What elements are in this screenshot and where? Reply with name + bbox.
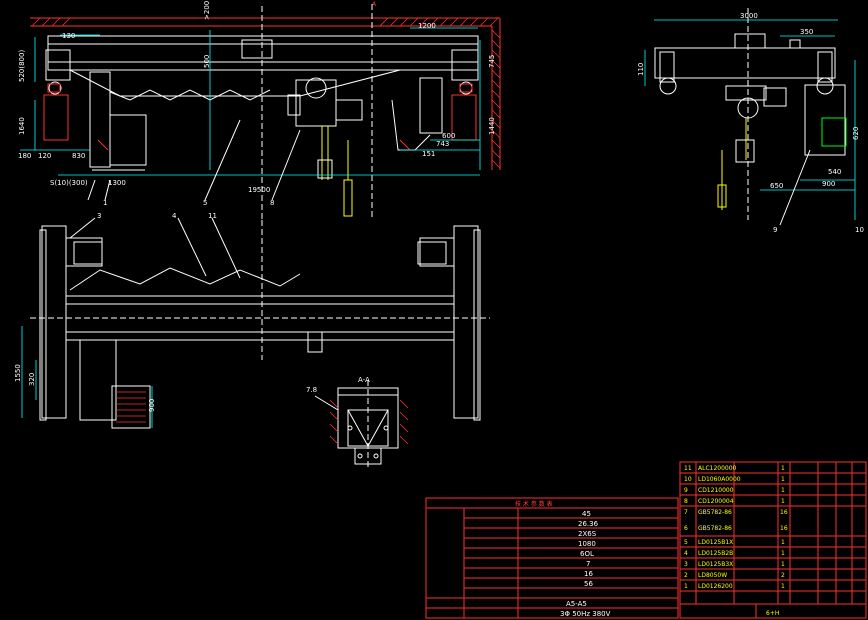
part-code-8: CD1200004 — [698, 498, 734, 505]
callout-9: 9 — [773, 226, 777, 234]
dim-side-3000: 3000 — [740, 12, 758, 20]
part-no-2: 2 — [684, 572, 688, 579]
part-qty-4: 1 — [781, 550, 785, 557]
part-code-6: GB5782-86 — [698, 525, 732, 532]
section-title: A-A — [358, 376, 370, 384]
dim-left-520: 520(800) — [18, 50, 26, 82]
part-code-4: LD0125B2B — [698, 550, 733, 557]
callout-a: A — [372, 1, 377, 8]
callout-8: 8 — [270, 199, 274, 207]
dim-right-151: 151 — [422, 150, 435, 158]
dim-side-540: 540 — [828, 168, 841, 176]
part-qty-1: 1 — [781, 583, 785, 590]
plan-view: 3 4 11 1550 320 900 — [14, 212, 490, 429]
spec-value-3: 2X6S — [578, 530, 597, 538]
plan-callout-4: 4 — [172, 212, 177, 220]
spec-header: 技 术 参 数 表 — [515, 500, 553, 508]
callout-5: 5 — [203, 199, 207, 207]
part-code-11: ALC1200000 — [698, 465, 737, 472]
dim-side-900: 900 — [822, 180, 835, 188]
part-code-5: LD0125B1X — [698, 539, 733, 546]
spec-value-10: 3Φ 50Hz 380V — [560, 610, 611, 618]
part-qty-8: 1 — [781, 498, 785, 505]
plan-dim-900: 900 — [148, 399, 156, 412]
parts-table: 11 ALC1200000 1 10 LD1060A0000 1 9 CD121… — [679, 461, 867, 619]
part-code-7: GB5782-86 — [698, 509, 732, 516]
part-no-1: 1 — [684, 583, 688, 590]
dim-right-1440: 1440 — [488, 117, 496, 135]
part-qty-3: 1 — [781, 561, 785, 568]
dim-left-180: 180 — [18, 152, 31, 160]
part-no-11: 11 — [684, 465, 692, 472]
spec-value-9: A5-A5 — [566, 600, 587, 608]
part-no-5: 5 — [684, 539, 688, 546]
part-no-4: 4 — [684, 550, 688, 557]
dim-side-620: 620 — [852, 127, 860, 140]
spec-value-6: 7 — [586, 560, 590, 568]
part-no-6: 6 — [684, 525, 688, 532]
dim-mid-500: 500 — [203, 55, 211, 68]
part-code-1: LD0126200 — [698, 583, 733, 590]
dim-right-745: 745 — [488, 55, 496, 68]
dim-mid-830: 830 — [72, 152, 85, 160]
part-qty-11: 1 — [781, 465, 785, 472]
callout-1: 1 — [103, 199, 107, 207]
plan-callout-3: 3 — [97, 212, 101, 220]
section-callout: 7.8 — [306, 386, 317, 394]
dim-bottom-s: S(10)(300) — [50, 179, 88, 187]
callout-10: 10 — [855, 226, 864, 234]
spec-value-1: 45 — [582, 510, 591, 518]
part-code-3: LD0125B3X — [698, 561, 733, 568]
spec-table: 技 术 参 数 表 45 26.36 2X6S 1080 6OL 7 16 56… — [425, 497, 679, 619]
dim-left-1640: 1640 — [18, 117, 26, 135]
dim-side-650: 650 — [770, 182, 783, 190]
part-code-9: CD1210000 — [698, 487, 734, 494]
part-qty-9: 1 — [781, 487, 785, 494]
part-no-7: 7 — [684, 509, 688, 516]
spec-value-8: 56 — [584, 580, 593, 588]
part-qty-10: 1 — [781, 476, 785, 483]
dim-left-120: 120 — [38, 152, 51, 160]
spec-value-4: 1080 — [578, 540, 596, 548]
side-view: 3000 350 110 540 650 900 620 9 10 — [637, 8, 864, 234]
part-code-2: LD8050W — [698, 572, 727, 579]
dim-right-600: 600 — [442, 132, 455, 140]
dim-top-130: 130 — [62, 32, 75, 40]
parts-footer: 6+H — [766, 610, 779, 617]
spec-value-5: 6OL — [580, 550, 594, 558]
dim-right-743: 743 — [436, 140, 449, 148]
dim-mid-1300: 1300 — [108, 179, 126, 187]
plan-dim-1550: 1550 — [14, 364, 22, 382]
part-qty-6: 16 — [780, 525, 788, 532]
plan-dim-320: 320 — [28, 373, 36, 386]
spec-value-2: 26.36 — [578, 520, 599, 528]
part-qty-5: 1 — [781, 539, 785, 546]
dim-side-350: 350 — [800, 28, 813, 36]
part-no-8: 8 — [684, 498, 688, 505]
part-qty-2: 2 — [781, 572, 785, 579]
dim-side-110: 110 — [637, 63, 645, 76]
spec-value-7: 16 — [584, 570, 593, 578]
front-elevation: 520(800) 1640 180 120 130 830 1300 S(10)… — [18, 1, 501, 220]
plan-callout-11: 11 — [208, 212, 217, 220]
part-no-3: 3 — [684, 561, 688, 568]
section-a-a: A-A 7.8 — [306, 376, 409, 470]
part-no-9: 9 — [684, 487, 688, 494]
dim-span: 19500 — [248, 186, 270, 194]
dim-top-200: >200 — [203, 1, 211, 20]
part-no-10: 10 — [684, 476, 692, 483]
part-qty-7: 16 — [780, 509, 788, 516]
dim-top-1200: 1200 — [418, 22, 436, 30]
part-code-10: LD1060A0000 — [698, 476, 741, 483]
